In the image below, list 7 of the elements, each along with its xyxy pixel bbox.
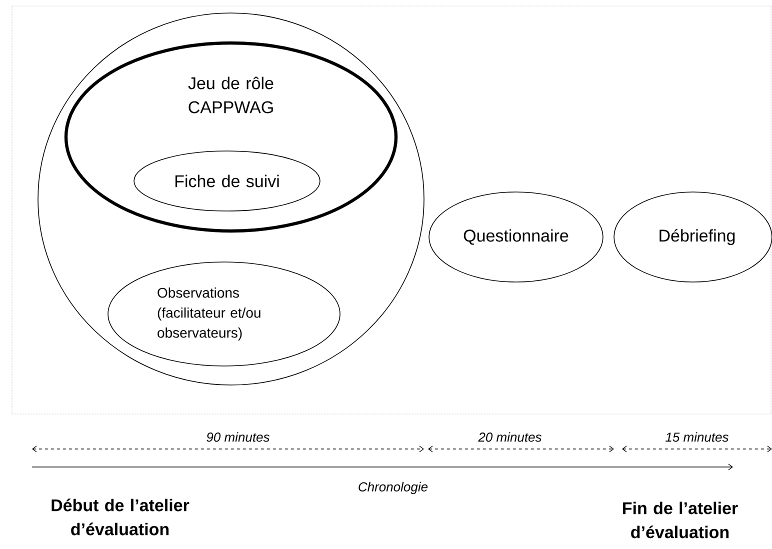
milestone-label: Fin de l’atelier d’évaluation: [623, 502, 738, 538]
axis-label: Chronologie: [358, 482, 428, 494]
duration-label: 90 minutes: [206, 432, 270, 442]
circle: [38, 12, 424, 386]
duration-label: 20 minutes: [478, 432, 542, 442]
duration-label: 15 minutes: [666, 432, 728, 442]
milestone-label: Début de l’atelier d’évaluation: [52, 498, 190, 536]
